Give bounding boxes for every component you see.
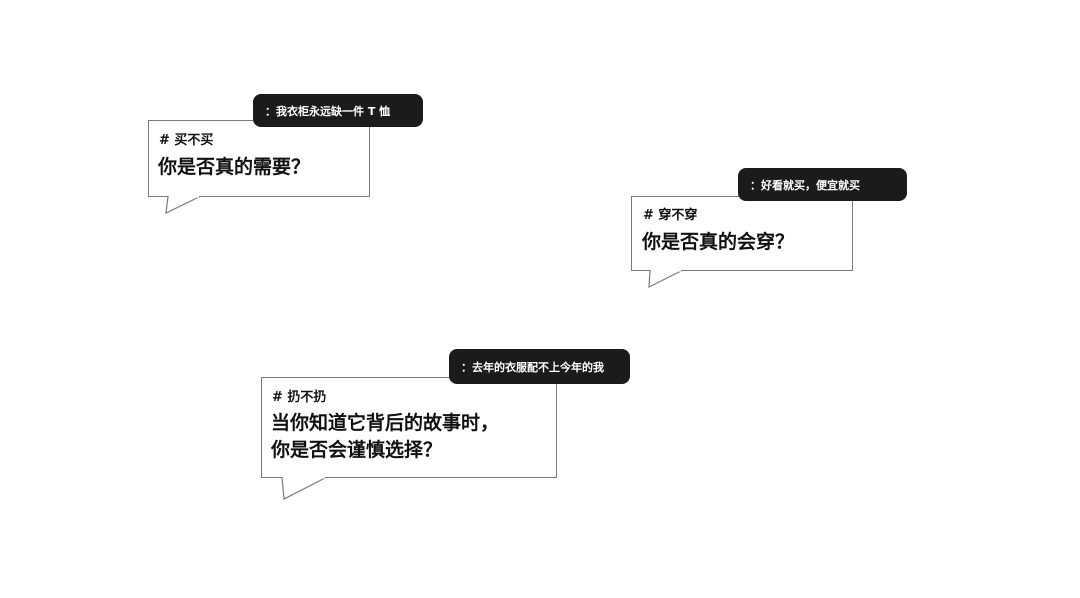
card-tag-3: # 扔不扔 xyxy=(272,390,327,405)
speech-bubble-3 xyxy=(261,377,557,478)
note-pill-2: ：好看就买，便宜就买 xyxy=(738,168,907,201)
card-question-2-line-1: 你是否真的会穿？ xyxy=(642,231,795,253)
card-tag-1: # 买不买 xyxy=(159,133,214,148)
speech-tail-1 xyxy=(165,195,201,215)
note-pill-1: ：我衣柜永远缺一件 T 恤 xyxy=(253,94,423,127)
card-tag-2: # 穿不穿 xyxy=(643,208,698,223)
speech-bubble-2 xyxy=(631,196,853,271)
card-question-1-line-1: 你是否真的需要？ xyxy=(158,156,311,178)
card-question-3-line-2: 你是否会谨慎选择？ xyxy=(271,439,443,461)
speech-tail-2 xyxy=(648,269,683,289)
speech-tail-3 xyxy=(281,476,327,500)
card-question-3-line-1: 当你知道它背后的故事时， xyxy=(271,412,500,434)
note-pill-3: ：去年的衣服配不上今年的我 xyxy=(449,349,630,384)
